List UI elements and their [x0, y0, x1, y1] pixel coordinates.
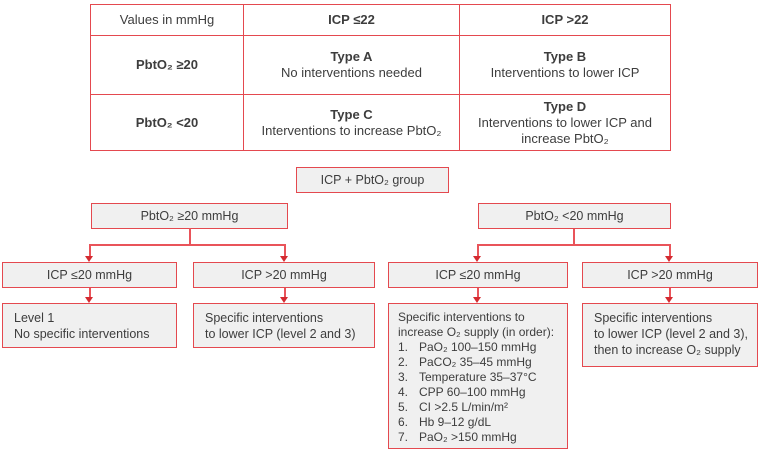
type-a-desc: No interventions needed — [281, 65, 422, 80]
type-d-desc: Interventions to lower ICP and increase … — [478, 114, 652, 146]
row-label-pbto2-low: PbtO₂ <20 — [90, 94, 244, 151]
leaf-line: to lower ICP (level 2 and 3), — [594, 327, 749, 341]
cell-type-c: Type C Interventions to increase PbtO₂ — [243, 94, 460, 151]
type-c-desc: Interventions to increase PbtO₂ — [261, 122, 442, 138]
leaf-line: to lower ICP (level 2 and 3) — [205, 327, 356, 341]
list-item: 1.PaO₂ 100–150 mmHg — [398, 340, 537, 354]
list-item: 5.CI >2.5 L/min/m² — [398, 400, 509, 414]
connector-stem-right — [573, 229, 575, 245]
connector-drop — [284, 244, 286, 257]
arrow-down-icon — [280, 256, 288, 262]
connector-bar-right — [477, 244, 671, 246]
table-row-pbto2-low: PbtO₂ <20 Type C Interventions to increa… — [90, 94, 671, 151]
row-label-pbto2-high: PbtO₂ ≥20 — [90, 35, 244, 95]
leaf-intro-line: increase O₂ supply (in order): — [398, 325, 555, 339]
cell-type-d: Type D Interventions to lower ICP and in… — [459, 94, 671, 151]
flow-node-icp-high-1: ICP >20 mmHg — [193, 262, 375, 288]
table-header-row: Values in mmHg ICP ≤22 ICP >22 — [90, 4, 671, 36]
arrow-down-icon — [280, 297, 288, 303]
leaf-intro-line: Specific interventions to — [398, 310, 525, 324]
list-item: 7.PaO₂ >150 mmHg — [398, 430, 517, 444]
flow-branch-pbto2-high: PbtO₂ ≥20 mmHg — [91, 203, 288, 229]
connector-stem-left — [189, 228, 191, 245]
list-item: 3.Temperature 35–37°C — [398, 370, 537, 384]
leaf-line: Level 1 — [14, 311, 55, 325]
connector-drop — [669, 244, 671, 257]
table-header-values: Values in mmHg — [90, 4, 244, 36]
flow-branch-pbto2-low: PbtO₂ <20 mmHg — [478, 203, 671, 229]
type-b-title: Type B — [543, 49, 587, 64]
connector-drop — [477, 288, 479, 298]
table-row-pbto2-high: PbtO₂ ≥20 Type A No interventions needed… — [90, 35, 671, 95]
arrow-down-icon — [473, 297, 481, 303]
connector-drop — [477, 244, 479, 257]
arrow-down-icon — [665, 256, 673, 262]
leaf-level1-box: Level 1 No specific interventions — [2, 303, 177, 348]
type-a-title: Type A — [330, 49, 373, 64]
flow-root-box: ICP + PbtO₂ group — [296, 167, 449, 193]
leaf-line: then to increase O₂ supply — [594, 343, 741, 357]
arrow-down-icon — [85, 256, 93, 262]
type-c-title: Type C — [330, 106, 373, 122]
type-b-desc: Interventions to lower ICP — [490, 65, 640, 80]
connector-bar-left — [89, 244, 285, 246]
leaf-lower-icp-box: Specific interventions to lower ICP (lev… — [193, 303, 375, 348]
flow-node-icp-low-1: ICP ≤20 mmHg — [2, 262, 177, 288]
connector-drop — [89, 288, 91, 298]
leaf-increase-o2-box: Specific interventions to increase O₂ su… — [388, 303, 568, 449]
cell-type-a: Type A No interventions needed — [243, 35, 460, 95]
flow-node-icp-high-2: ICP >20 mmHg — [582, 262, 758, 288]
connector-drop — [89, 244, 91, 257]
icp-pbto2-type-table: Values in mmHg ICP ≤22 ICP >22 PbtO₂ ≥20… — [90, 4, 671, 151]
list-item: 6.Hb 9–12 g/dL — [398, 415, 492, 429]
leaf-lower-icp-then-o2-box: Specific interventions to lower ICP (lev… — [582, 303, 758, 367]
leaf-line: No specific interventions — [14, 327, 150, 341]
connector-drop — [284, 288, 286, 298]
flow-node-icp-low-2: ICP ≤20 mmHg — [388, 262, 568, 288]
table-header-icp-high: ICP >22 — [459, 4, 671, 36]
list-item: 4.CPP 60–100 mmHg — [398, 385, 526, 399]
type-d-title: Type D — [543, 98, 587, 114]
table-header-icp-low: ICP ≤22 — [243, 4, 460, 36]
list-item: 2.PaCO₂ 35–45 mmHg — [398, 355, 532, 369]
arrow-down-icon — [665, 297, 673, 303]
arrow-down-icon — [85, 297, 93, 303]
connector-drop — [669, 288, 671, 298]
leaf-line: Specific interventions — [594, 311, 713, 325]
leaf-line: Specific interventions — [205, 311, 324, 325]
arrow-down-icon — [473, 256, 481, 262]
cell-type-b: Type B Interventions to lower ICP — [459, 35, 671, 95]
